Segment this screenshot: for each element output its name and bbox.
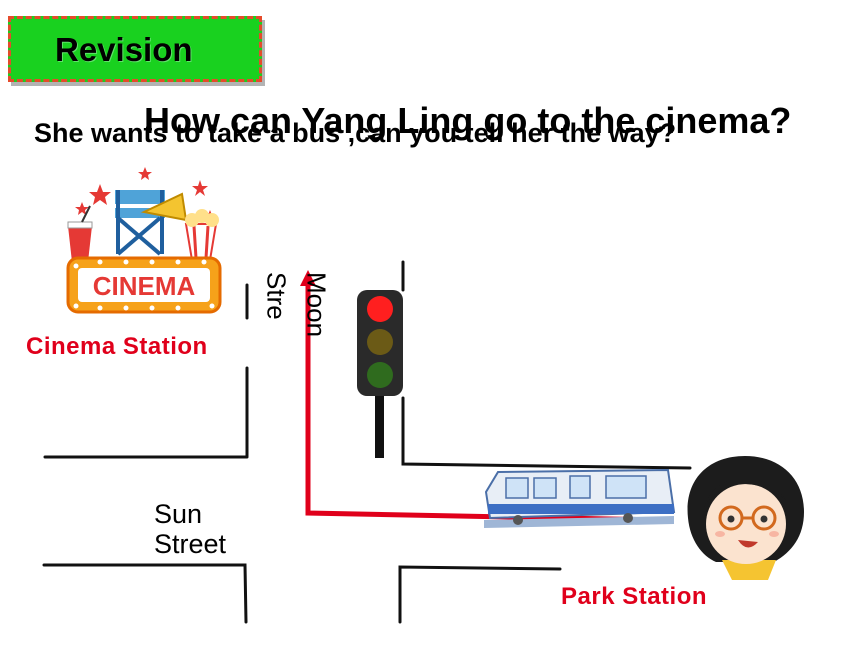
route-path (305, 282, 663, 523)
moon-street-label: Moon Stre (256, 272, 337, 360)
street-edge-bottom-right (398, 565, 562, 624)
revision-label: Revision (55, 31, 193, 68)
moon-street-line-2: Stre (261, 272, 292, 320)
revision-banner: Revision (8, 16, 262, 82)
question-heading: How can Yang Ling go to the cinema? (144, 100, 792, 141)
moon-street-line-1: Moon (301, 272, 332, 338)
street-edge-right-mid (401, 396, 692, 470)
cinema-sign-icon: CINEMA (66, 167, 222, 314)
cinema-sign-text: CINEMA (93, 271, 196, 301)
girl-avatar (687, 456, 804, 580)
street-edge-bottom-left (42, 563, 248, 624)
sun-street-line-2: Street (154, 528, 227, 559)
park-station-label: Park Station (561, 583, 708, 610)
instruction-heading: She wants to take a bus ,can you tell he… (34, 118, 677, 148)
sun-street-label: Sun Street (154, 499, 227, 559)
sun-street-line-1: Sun (154, 499, 203, 529)
bus-icon (484, 468, 676, 528)
traffic-light-icon (357, 290, 403, 458)
route-arrowhead (300, 270, 316, 286)
cinema-station-label: Cinema Station (26, 333, 208, 360)
